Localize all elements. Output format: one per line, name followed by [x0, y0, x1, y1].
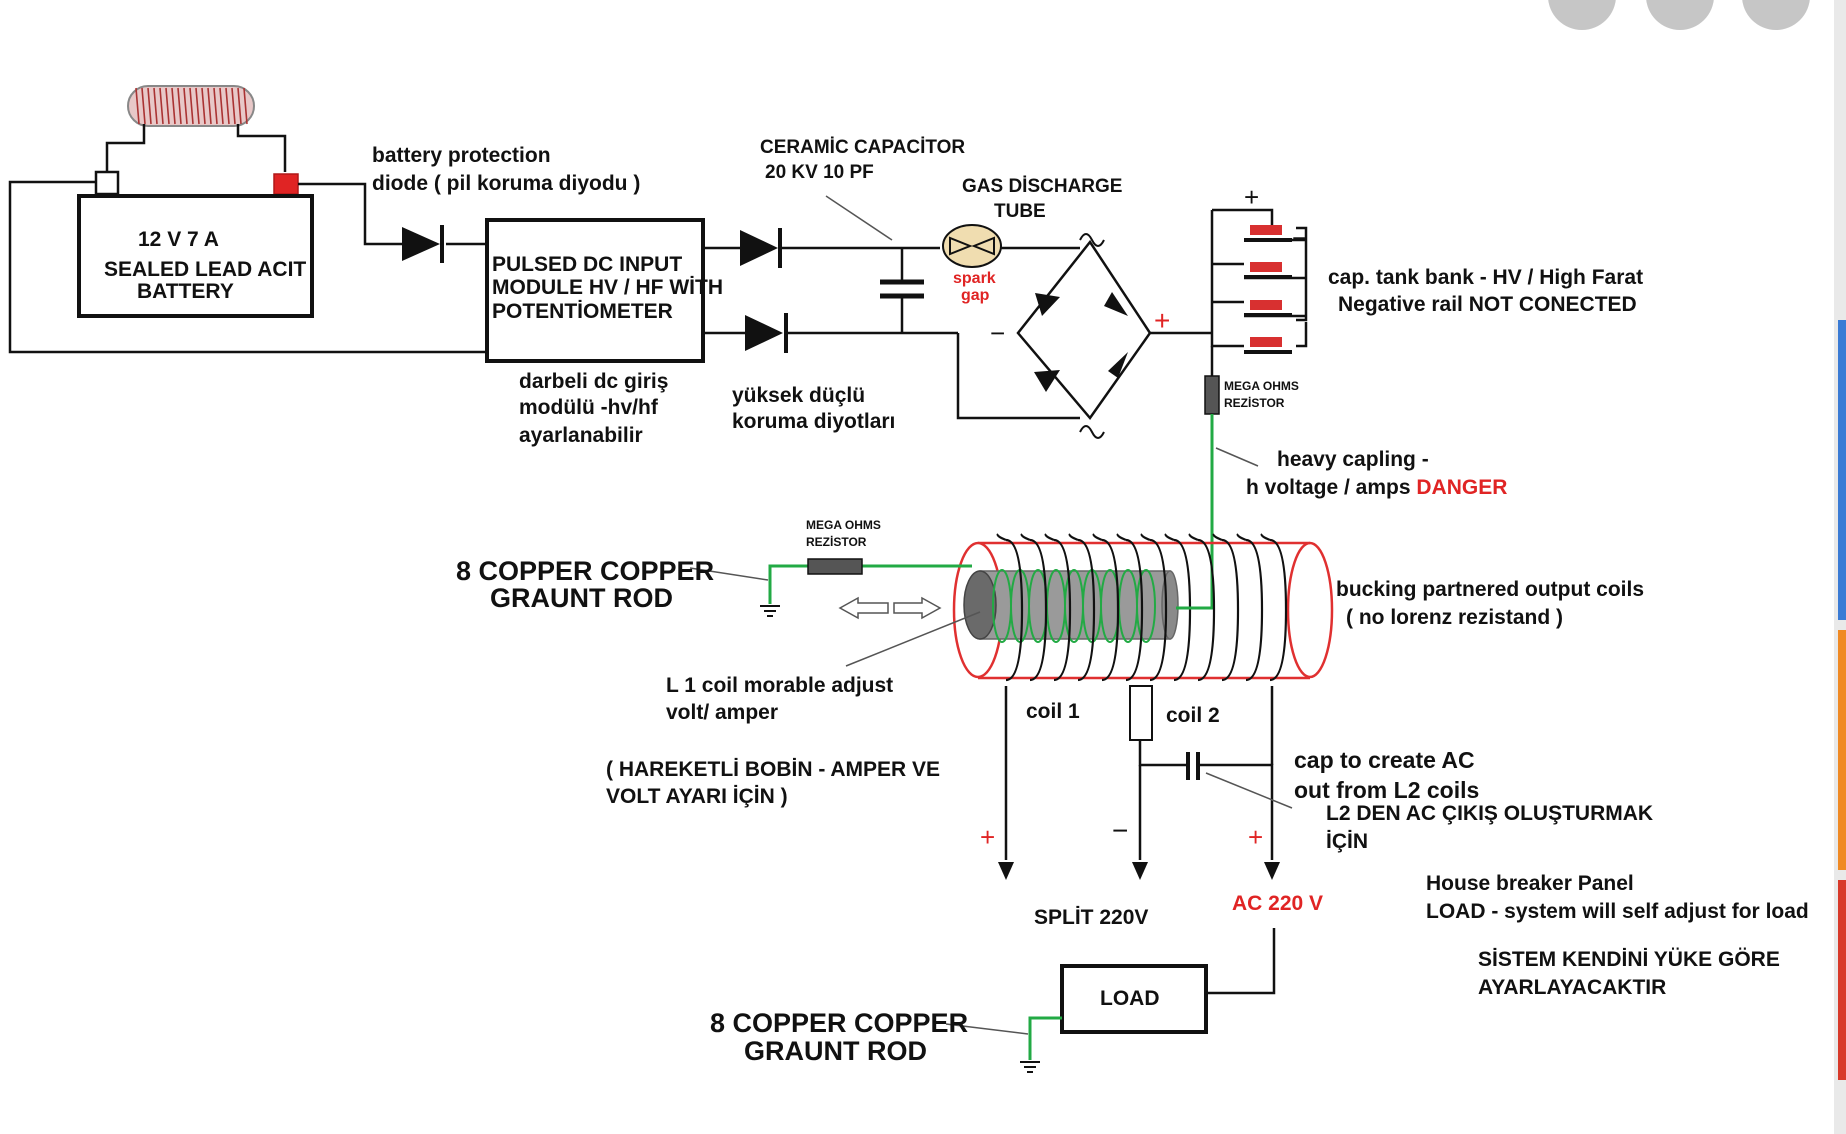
hv-diode-upper-icon [740, 228, 782, 268]
ac220-label: AC 220 V [1232, 892, 1323, 915]
double-arrow-icon [838, 596, 942, 620]
edge-strip-blue [1838, 320, 1846, 620]
top-coil-icon [127, 85, 255, 127]
sistem-label-2: AYARLAYACAKTIR [1478, 976, 1666, 999]
bucking-label-2: ( no lorenz rezistand ) [1346, 606, 1563, 629]
spark-label-1: spark [953, 270, 996, 287]
protection-diode-icon [402, 225, 444, 263]
hareket-label-1: ( HAREKETLİ BOBİN - AMPER VE [606, 758, 940, 781]
bridge-plus: + [1154, 305, 1170, 336]
protect-tr-label-1: yüksek düçlü [732, 384, 865, 407]
capac-label-1: cap to create AC [1294, 747, 1475, 773]
module-tr-label-1: darbeli dc giriş [519, 370, 668, 393]
l1-label-2: volt/ amper [666, 701, 778, 724]
mega1-label-2: REZİSTOR [1224, 395, 1285, 410]
spark-label-2: gap [961, 287, 990, 304]
gas-label-1: GAS DİSCHARGE [962, 176, 1122, 197]
load-box [1060, 964, 1208, 1034]
tank-label-1: cap. tank bank - HV / High Farat [1328, 266, 1643, 289]
sistem-label-1: SİSTEM KENDİNİ YÜKE GÖRE [1478, 948, 1780, 971]
coil1-label: coil 1 [1026, 700, 1080, 723]
module-label-3: POTENTİOMETER [492, 300, 673, 323]
heavy-label-1: heavy capling - [1277, 448, 1429, 471]
battery-box [77, 194, 314, 318]
heavy-label-2-text: h voltage / amps [1246, 476, 1416, 499]
gas-label-2: TUBE [994, 201, 1046, 222]
house-label-1: House breaker Panel [1426, 872, 1634, 895]
module-label-2: MODULE HV / HF WİTH [492, 276, 723, 299]
output-coil-icon [952, 533, 1334, 682]
mega-ohm-resistor-1-icon [1204, 375, 1220, 415]
mega2-label-2: REZİSTOR [806, 534, 867, 549]
mega1-label-1: MEGA OHMS [1224, 379, 1299, 393]
battery-label-2: SEALED LEAD ACIT [104, 258, 306, 281]
module-tr-label-3: ayarlanabilir [519, 424, 643, 447]
module-label-1: PULSED DC INPUT [492, 253, 682, 276]
load-label: LOAD [1100, 987, 1160, 1010]
mega2-label-1: MEGA OHMS [806, 518, 881, 532]
rod1-label-1: 8 COPPER COPPER [456, 556, 714, 586]
tank-label-2: Negative rail NOT CONECTED [1338, 293, 1637, 316]
battery-label-1: 12 V 7 A [138, 228, 219, 251]
hv-diode-lower-icon [745, 313, 788, 353]
house-label-2: LOAD - system will self adjust for load [1426, 900, 1809, 923]
tank-minus: − [1292, 225, 1306, 252]
diode-label-1: battery protection [372, 144, 551, 167]
coil2-label: coil 2 [1166, 704, 1220, 727]
ac-capacitor-icon [1178, 752, 1204, 780]
ground-icon [760, 605, 780, 617]
spark-gap-icon [942, 224, 1002, 268]
out-minus: − [1112, 815, 1128, 846]
l2den-label-2: İÇİN [1326, 830, 1368, 853]
battery-negative-terminal [94, 170, 120, 196]
battery-positive-terminal [273, 173, 299, 195]
out-plus-1: + [980, 822, 995, 852]
pulsed-dc-module [485, 218, 705, 363]
heavy-label-2: h voltage / amps DANGER [1246, 476, 1507, 499]
rod2-label-2: GRAUNT ROD [744, 1036, 927, 1066]
bridge-minus: − [990, 318, 1005, 348]
split-label: SPLİT 220V [1034, 906, 1148, 929]
ground-icon-2 [1020, 1061, 1040, 1073]
l2den-label-1: L2 DEN AC ÇIKIŞ OLUŞTURMAK [1326, 802, 1653, 825]
module-tr-label-2: modülü -hv/hf [519, 396, 659, 419]
arrow-down-icon [998, 862, 1280, 880]
mega-ohm-resistor-2-icon [807, 558, 863, 575]
cap-tank-bank [1210, 208, 1308, 354]
battery-label-3: BATTERY [137, 280, 234, 303]
tank-plus: + [1244, 182, 1259, 212]
edge-strip-orange [1838, 630, 1846, 870]
rod1-label-2: GRAUNT ROD [490, 583, 673, 613]
edge-strip-red [1838, 880, 1846, 1080]
cap-label-2: 20 KV 10 PF [765, 162, 874, 183]
protect-tr-label-2: koruma diyotları [732, 410, 895, 433]
out-plus-2: + [1248, 822, 1263, 852]
coil2-lead [1129, 685, 1153, 741]
bucking-label-1: bucking partnered output coils [1336, 578, 1644, 601]
capac-label-2: out from L2 coils [1294, 777, 1479, 803]
diode-label-2: diode ( pil koruma diyodu ) [372, 172, 640, 195]
l1-label-1: L 1 coil morable adjust [666, 674, 893, 697]
rod2-label-1: 8 COPPER COPPER [710, 1008, 968, 1038]
ceramic-capacitor-icon [880, 279, 924, 299]
hareket-label-2: VOLT AYARI İÇİN ) [606, 785, 788, 808]
danger-label: DANGER [1416, 476, 1507, 499]
bridge-rectifier-icon [956, 233, 1152, 439]
cap-label-1: CERAMİC CAPACİTOR [760, 137, 965, 158]
